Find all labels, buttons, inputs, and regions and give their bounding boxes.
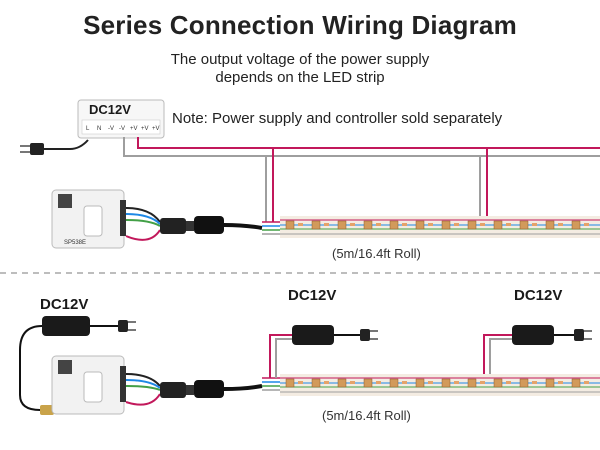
psu-terminal-label: +V (130, 126, 138, 132)
led-chip (311, 378, 321, 388)
led-chip (285, 220, 295, 230)
resistor (506, 381, 511, 384)
controller-output-wires-bottom (125, 373, 161, 406)
resistor (584, 223, 589, 226)
subtitle-line-2: depends on the LED strip (215, 69, 385, 86)
resistor (376, 223, 381, 226)
controller-model-label: SP538E (64, 240, 86, 246)
page-title: Series Connection Wiring Diagram (83, 10, 517, 40)
led-chip (545, 378, 555, 388)
resistor (532, 381, 537, 384)
led-chip (571, 220, 581, 230)
led-chip (493, 378, 503, 388)
controller-box (51, 189, 126, 249)
resistor (532, 223, 537, 226)
resistor (298, 381, 303, 384)
resistor (376, 381, 381, 384)
led-chip (337, 220, 347, 230)
resistor (506, 223, 511, 226)
led-chip (493, 220, 503, 230)
led-chip (441, 378, 451, 388)
resistor (480, 381, 485, 384)
resistor (454, 223, 459, 226)
resistor (558, 381, 563, 384)
led-chip (415, 220, 425, 230)
psu-terminal-label: -V (108, 126, 114, 132)
psu-terminal-label: +V (152, 126, 160, 132)
led-chip (363, 220, 373, 230)
note-text: Note: Power supply and controller sold s… (172, 110, 503, 127)
led-chip (441, 220, 451, 230)
power-plug-icon (20, 139, 89, 155)
led-chip (285, 378, 295, 388)
led-chip (363, 378, 373, 388)
resistor (454, 381, 459, 384)
roll-length-label-bottom: (5m/16.4ft Roll) (322, 408, 411, 423)
adapter-voltage-label-2: DC12V (288, 287, 337, 304)
subtitle-line-1: The output voltage of the power supply (170, 51, 430, 68)
resistor (324, 223, 329, 226)
adapter-voltage-label-3: DC12V (514, 287, 563, 304)
psu-terminal-label: N (97, 126, 101, 132)
roll-length-label-top: (5m/16.4ft Roll) (332, 246, 421, 261)
resistor (428, 223, 433, 226)
led-chip (519, 378, 529, 388)
led-strip-bottom (280, 374, 600, 396)
jst-connector (160, 216, 263, 234)
resistor (402, 223, 407, 226)
strip-input-wires-bottom (262, 377, 282, 391)
controller-output-wires (125, 207, 161, 241)
psu-terminal-label: L (86, 126, 90, 132)
led-chip (389, 220, 399, 230)
resistor (584, 381, 589, 384)
psu-terminal-label: -V (119, 126, 125, 132)
jst-connector-bottom (160, 380, 263, 398)
led-chip (545, 220, 555, 230)
positive-wire (137, 137, 600, 149)
led-chip (467, 220, 477, 230)
led-chip (467, 378, 477, 388)
led-chip (337, 378, 347, 388)
power-adapter-1 (19, 316, 136, 415)
led-chip (389, 378, 399, 388)
led-chip (519, 220, 529, 230)
led-chip (415, 378, 425, 388)
resistor (428, 381, 433, 384)
power-adapter-2 (269, 325, 378, 378)
resistor (298, 223, 303, 226)
strip-input-wires (262, 221, 282, 235)
power-supply-box (77, 99, 165, 139)
power-adapter-3 (483, 325, 592, 378)
psu-voltage-label: DC12V (89, 102, 131, 117)
resistor (402, 381, 407, 384)
resistor (558, 223, 563, 226)
resistor (480, 223, 485, 226)
led-chip (311, 220, 321, 230)
negative-wire (123, 137, 600, 157)
led-strip (280, 216, 600, 238)
resistor (324, 381, 329, 384)
psu-terminal-label: +V (141, 126, 149, 132)
controller-box-bottom (51, 355, 126, 415)
adapter-voltage-label-1: DC12V (40, 296, 89, 313)
resistor (350, 223, 355, 226)
led-chip (571, 378, 581, 388)
resistor (350, 381, 355, 384)
